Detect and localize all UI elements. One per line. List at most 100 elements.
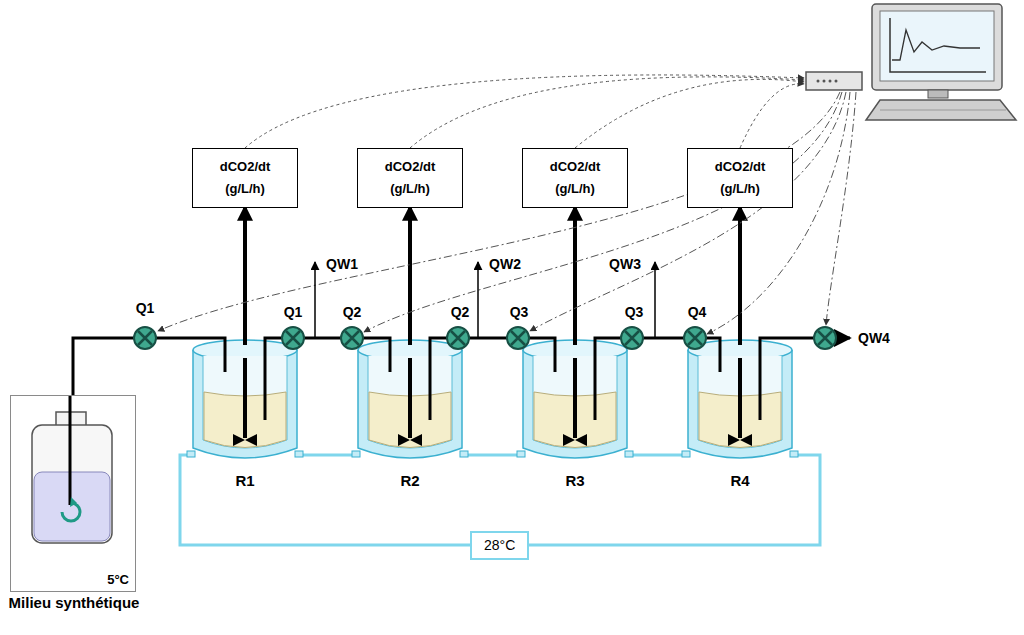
gas-outlet-arrow [738,208,742,345]
reactor-vessel [233,434,257,446]
flow-label: QW3 [607,256,643,272]
sensor-label: dCO2/dt (g/L/h) [538,156,612,200]
waste-outlet [477,262,479,338]
flow-label: Q3 [508,304,531,320]
pump-symbol [282,327,304,349]
feed-bottle [32,395,112,543]
pump-symbol [507,327,529,349]
feed-tank: 5°CMilieu synthétique [10,395,136,592]
signal-line [740,84,804,148]
reactor-vessel [352,451,360,457]
reactor-vessel [759,345,762,420]
reactor-vessel [517,340,633,458]
gas-outlet-arrow [243,208,247,345]
reactor-vessel [688,350,792,458]
pump-symbol [447,327,469,349]
reactor-vessel [187,340,798,458]
reactor-label: R1 [190,472,300,490]
tank-caption: Milieu synthétique [3,594,145,611]
flow-label: Q2 [449,304,472,320]
reactor-vessel [682,451,690,457]
reactor-vessel [358,350,462,458]
pump-symbol [345,331,359,345]
temperature-label: 28°C [484,537,515,554]
sensor-box: dCO2/dt (g/L/h) [687,148,793,208]
control-line [158,92,856,334]
pump-symbol [625,331,639,345]
reactor: R1 [190,345,300,490]
pump-symbol [814,327,836,349]
pump-symbol [818,331,832,345]
feed-bottle [34,472,110,541]
computer [928,90,948,98]
pump-symbol [286,331,300,345]
flow-label: Q1 [282,304,305,320]
reactor-vessel [460,451,468,457]
flow-label: Q2 [341,304,364,320]
reactor-label: R2 [355,472,465,490]
computer [890,18,986,72]
feed-bottle [32,425,112,543]
reactor-vessel [573,358,577,438]
reactor-vessel [224,345,227,372]
sensor-box: dCO2/dt (g/L/h) [357,148,463,208]
waste-outlet [654,262,656,338]
control-line [826,92,856,325]
signal-line [245,75,804,148]
signal-line [575,79,804,148]
reactor-vessel [728,434,752,446]
reactor-vessel [187,451,195,457]
temperature-box: 28°C [470,531,529,560]
interface-hub [823,80,826,83]
pump-symbol [341,327,363,349]
temperature-label: 5°C [107,572,129,587]
gas-outlet-arrow [408,208,412,345]
reactor-vessel [517,451,525,457]
signal-line [245,75,804,148]
gas-outlet-arrow [573,208,577,345]
reactor-vessel [193,350,297,458]
control-line [364,92,842,332]
pump-symbol [134,327,836,349]
computer [880,11,994,81]
pump-symbol [451,331,465,345]
sensor-box: dCO2/dt (g/L/h) [192,148,298,208]
pump-symbol [688,331,702,345]
reactor-vessel [243,358,247,438]
reactor-vessel [203,356,287,448]
pump-symbol [341,327,363,349]
computer [866,100,1016,120]
reactor-vessel [389,345,392,372]
computer [892,30,980,60]
reactor-vessel [790,451,798,457]
reactor-vessel [398,434,422,446]
flow-label: Q1 [134,300,157,316]
reactor: R2 [355,345,465,490]
computer [872,4,1002,90]
waste-outlet [315,262,850,345]
control-line [707,92,850,334]
interface-hub [806,72,862,90]
water-loop [465,454,520,457]
pump-symbol [507,327,529,349]
reactor-label: R4 [685,472,795,490]
interface-hub [817,80,820,83]
computer [880,110,1006,111]
reactor-vessel [682,340,798,458]
reactor-vessel [352,340,468,458]
reactor-vessel [594,345,597,420]
pump-symbol [814,327,836,349]
interface-hub [829,80,832,83]
control-line [158,92,840,331]
reactor-vessel [368,356,452,448]
control-line [530,92,846,331]
interface-hub [806,72,862,90]
reactor: R4 [685,345,795,490]
pump-symbol [282,327,304,349]
water-loop [630,454,685,457]
reactor-vessel [408,358,412,438]
feed-bottle [70,497,77,507]
flow-label: QW4 [856,330,892,346]
